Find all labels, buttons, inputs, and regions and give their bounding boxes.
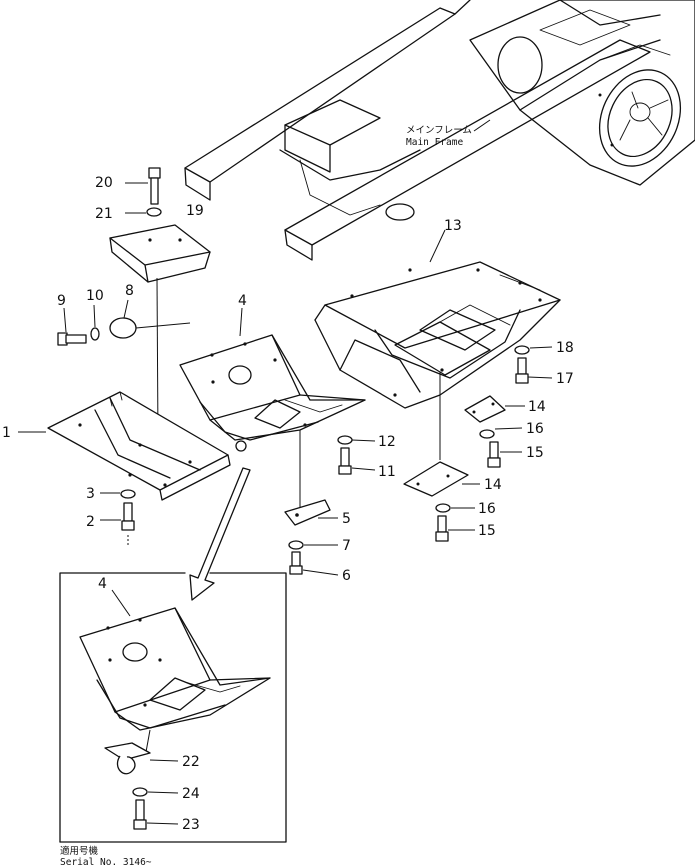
callout-21: 21 (95, 206, 113, 222)
part-3-washer (100, 489, 136, 499)
part-1-plate (18, 391, 231, 501)
detail-arrow (189, 467, 251, 601)
callout-10: 10 (86, 288, 104, 304)
callout-8: 8 (125, 283, 134, 299)
callout-20: 20 (95, 175, 113, 191)
inset-part-24-washer (132, 787, 179, 797)
part-5-bracket (284, 499, 338, 526)
main-frame (184, 0, 695, 261)
callout-2: 2 (86, 514, 95, 530)
callout-14-lower: 14 (484, 477, 502, 493)
callout-16-upper: 16 (526, 421, 544, 437)
part-16-washer-upper (479, 427, 523, 439)
callout-7: 7 (342, 538, 351, 554)
inset-part-4-guard (79, 589, 271, 753)
part-12-washer (337, 435, 376, 445)
callout-6: 6 (342, 568, 351, 584)
callout-15-upper: 15 (526, 445, 544, 461)
part-11-bolt (338, 447, 376, 475)
callout-19: 19 (186, 203, 204, 219)
inset-part-23-bolt (133, 799, 179, 830)
callout-5: 5 (342, 511, 351, 527)
part-10-washer (90, 304, 100, 341)
callout-11: 11 (378, 464, 396, 480)
main-frame-label: メインフレーム Main Frame (406, 119, 491, 148)
part-21-washer (125, 207, 162, 217)
callout-4-inset: 4 (98, 576, 107, 592)
main-frame-label-en: Main Frame (406, 137, 463, 148)
callout-18: 18 (556, 340, 574, 356)
callout-9: 9 (57, 293, 66, 309)
inset-part-22-hook (104, 742, 179, 775)
callout-24: 24 (182, 786, 200, 802)
part-17-bolt (515, 357, 553, 384)
part-16-washer-lower (435, 503, 475, 513)
part-8-cap (109, 299, 191, 339)
callout-12: 12 (378, 434, 396, 450)
callout-22: 22 (182, 754, 200, 770)
part-14-cover-lower (403, 461, 480, 497)
callout-16-lower: 16 (478, 501, 496, 517)
callout-labels: 20 21 19 9 10 8 4 13 18 17 1 12 11 14 16… (2, 175, 574, 833)
inset-box (59, 572, 287, 843)
part-7-washer (288, 540, 338, 550)
main-frame-label-jp: メインフレーム (406, 125, 472, 136)
serial-note-en: Serial No. 3146~ (60, 857, 152, 868)
callout-17: 17 (556, 371, 574, 387)
part-20-bolt (125, 167, 161, 205)
part-9-bolt (57, 307, 87, 346)
part-14-cover-upper (464, 395, 525, 423)
part-15-bolt-upper (487, 441, 522, 468)
callout-15-lower: 15 (478, 523, 496, 539)
serial-note-jp: 適用号機 (60, 845, 99, 857)
callout-1: 1 (2, 425, 11, 441)
part-6-bolt (289, 551, 339, 576)
callout-13: 13 (444, 218, 462, 234)
part-13-guard (314, 229, 561, 460)
part-15-bolt-lower (435, 515, 475, 542)
part-18-washer (514, 345, 553, 355)
callout-3: 3 (86, 486, 95, 502)
callout-23: 23 (182, 817, 200, 833)
part-2-bolt (100, 502, 135, 545)
part-19-block (109, 224, 211, 441)
callout-4: 4 (238, 293, 247, 309)
part-4-guard (179, 307, 366, 515)
callout-14-upper: 14 (528, 399, 546, 415)
